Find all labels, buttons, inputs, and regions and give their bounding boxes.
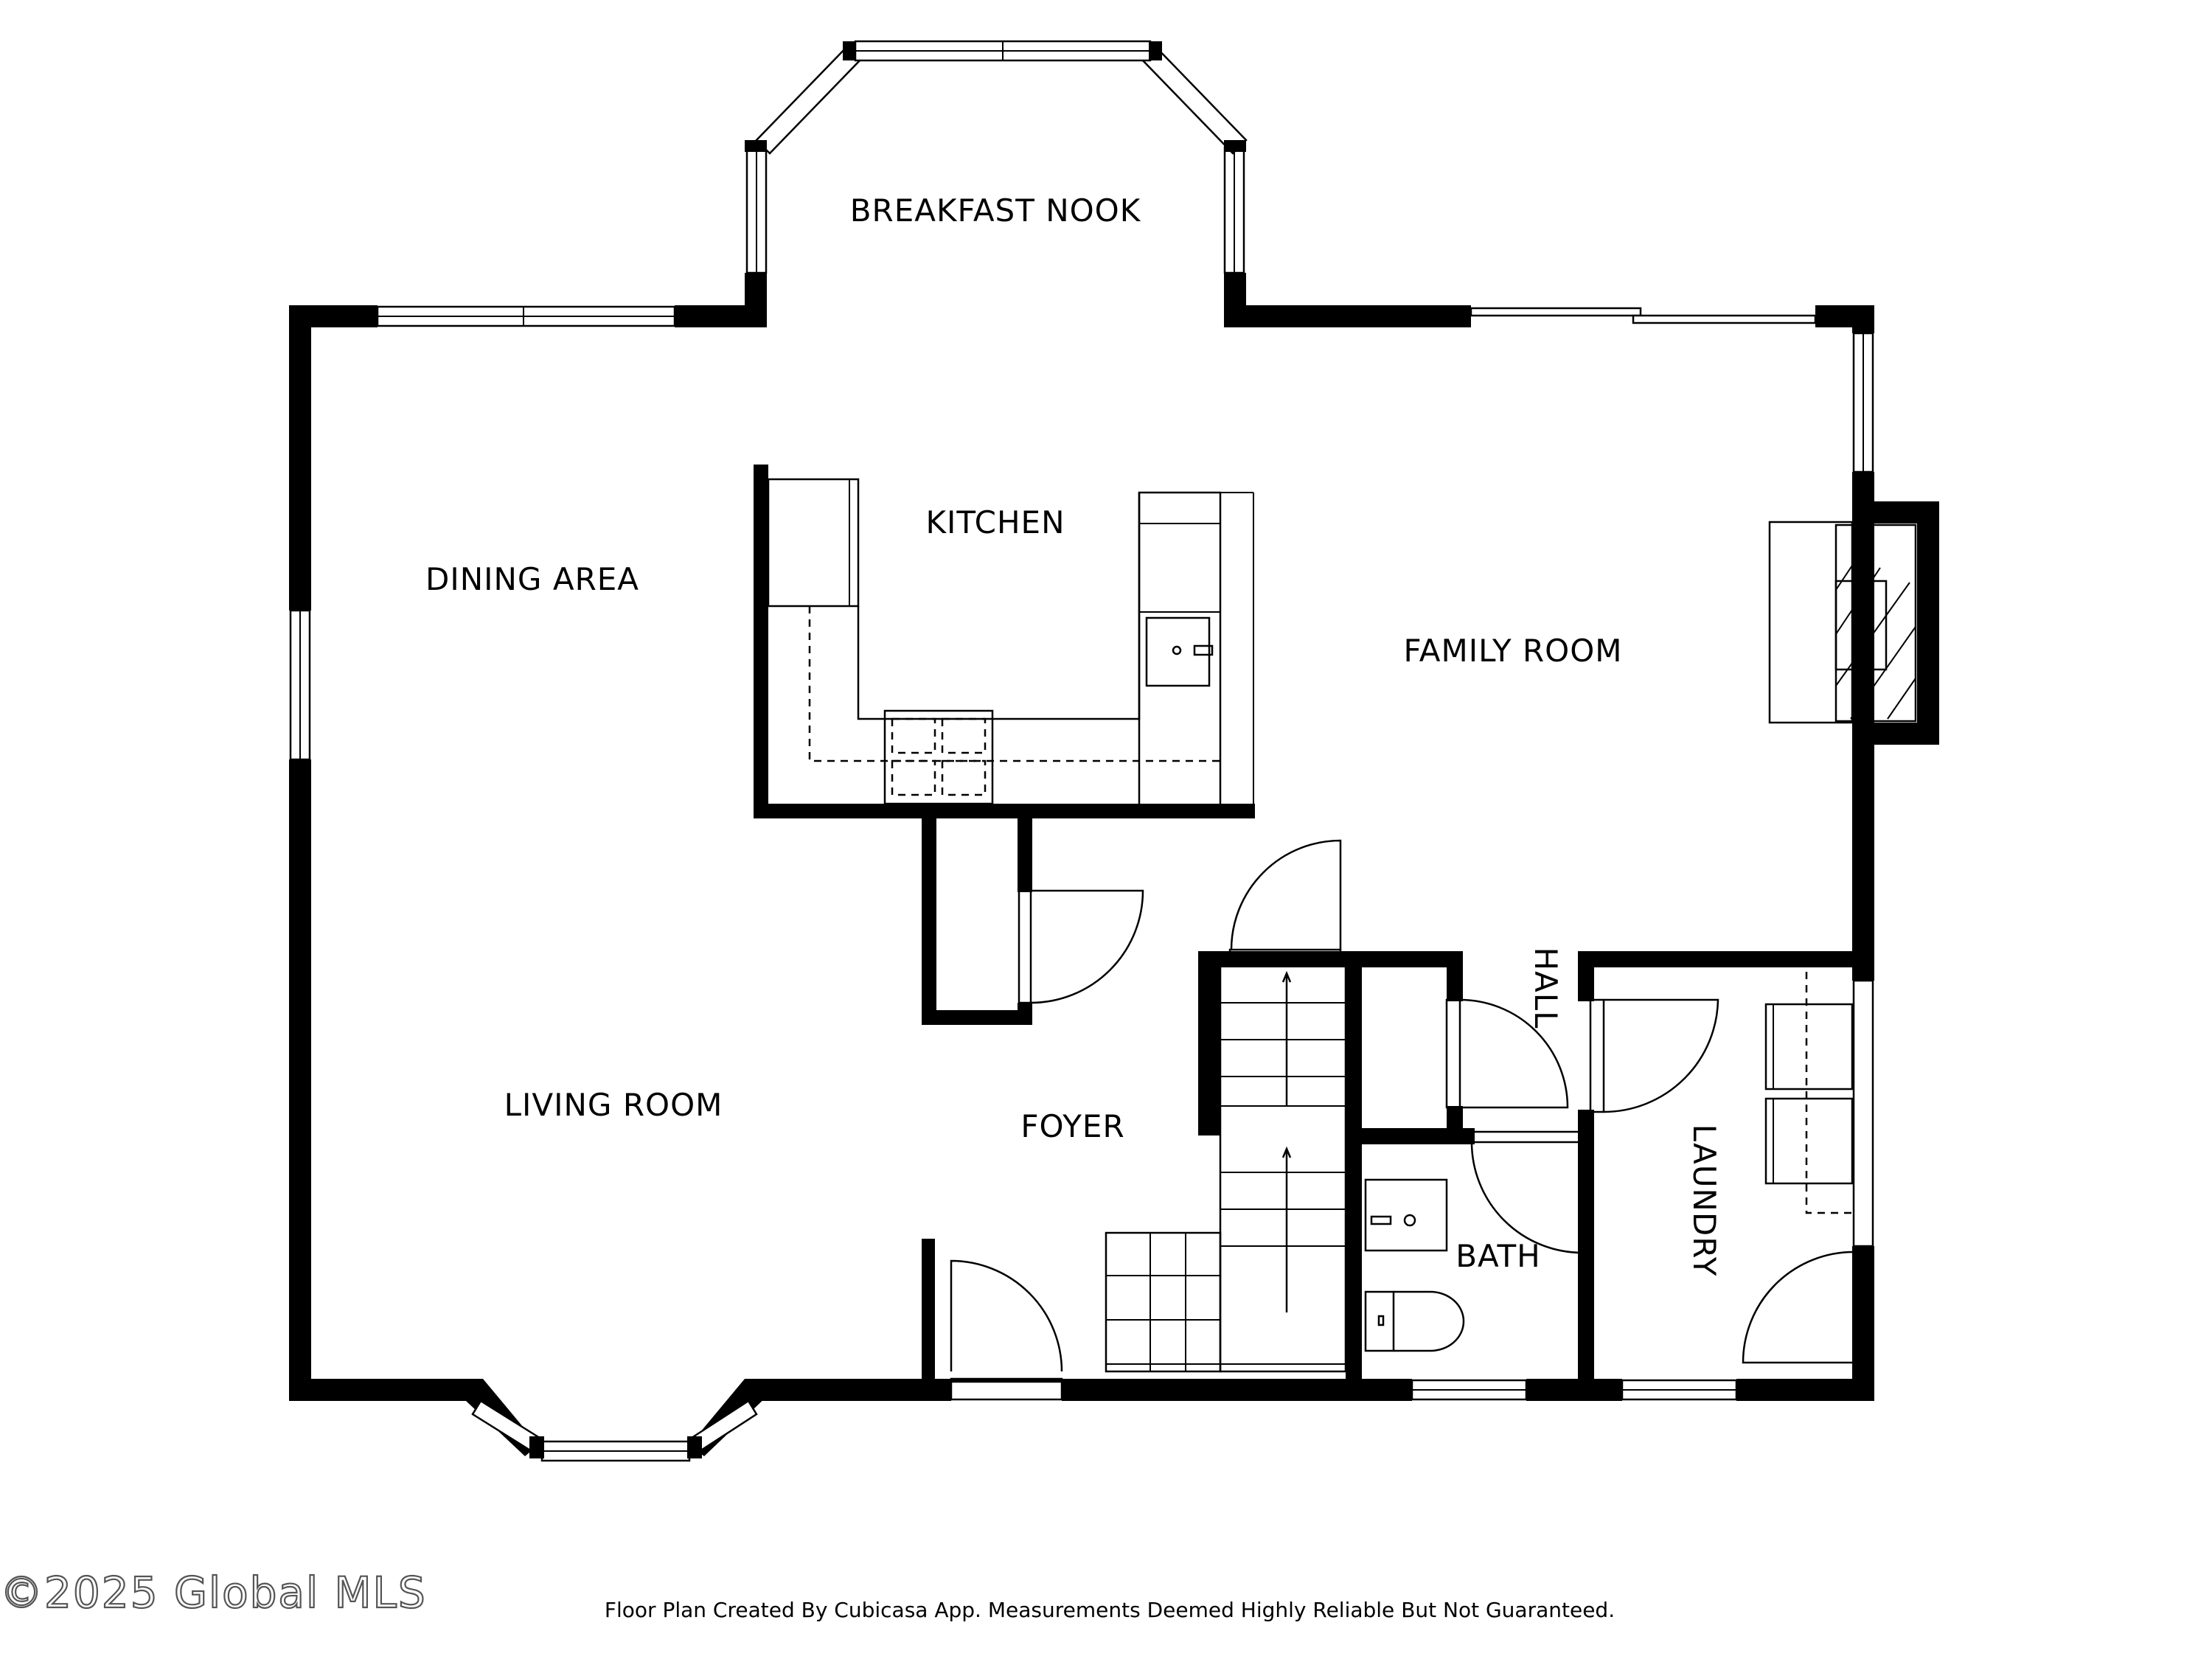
interior-walls <box>1198 951 1874 1401</box>
label-family-room: FAMILY ROOM <box>1403 633 1622 669</box>
watermark: ©2025 Global MLS <box>0 1568 427 1618</box>
label-bath: BATH <box>1455 1238 1541 1274</box>
doors <box>950 839 1854 1383</box>
label-kitchen: KITCHEN <box>926 504 1065 540</box>
label-breakfast-nook: BREAKFAST NOOK <box>850 192 1141 229</box>
label-dining-area: DINING AREA <box>425 561 639 597</box>
disclaimer: Floor Plan Created By Cubicasa App. Meas… <box>605 1598 1615 1622</box>
label-living-room: LIVING ROOM <box>504 1087 723 1123</box>
fireplace <box>1768 521 1917 724</box>
label-foyer: FOYER <box>1020 1108 1124 1144</box>
closet-walls <box>922 818 1032 1379</box>
kitchen-walls <box>754 465 1255 818</box>
windows <box>289 305 1874 1401</box>
stairs <box>1105 951 1347 1373</box>
laundry-fixtures <box>1764 972 1854 1214</box>
room-labels: BREAKFAST NOOK KITCHEN DINING AREA FAMIL… <box>425 192 1722 1276</box>
kitchen-cabinets <box>767 478 1254 811</box>
breakfast-nook-bay <box>745 40 1248 274</box>
exterior-walls <box>289 273 1939 1456</box>
label-laundry: LAUNDRY <box>1686 1124 1722 1277</box>
living-room-bay <box>471 1399 758 1462</box>
bath-fixtures <box>1364 1178 1465 1352</box>
label-hall: HALL <box>1528 947 1564 1029</box>
